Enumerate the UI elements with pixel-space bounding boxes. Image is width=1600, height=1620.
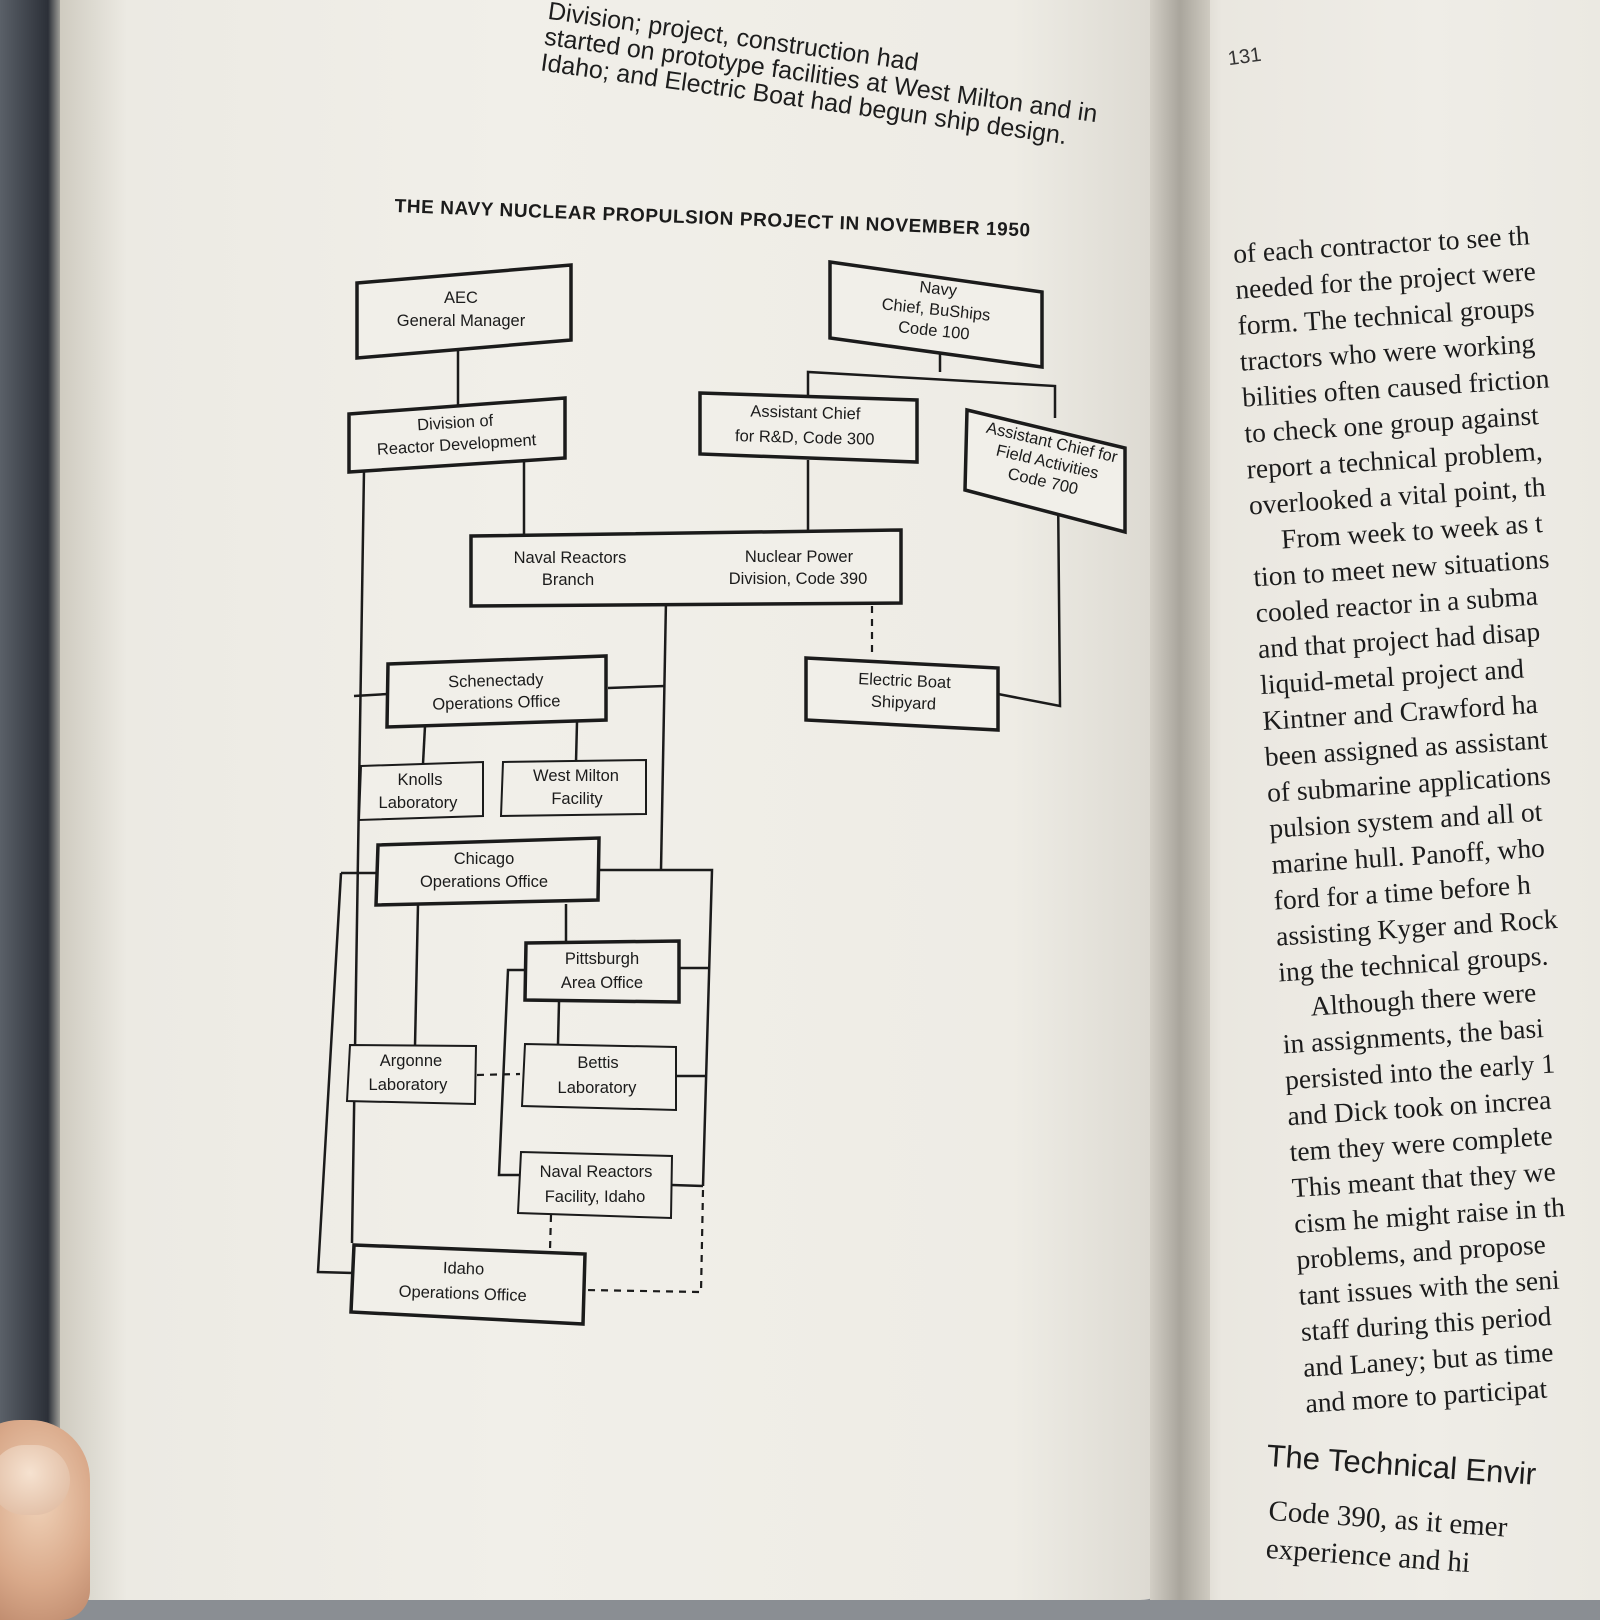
box-label: Laboratory [379, 794, 459, 812]
book-gutter [1150, 0, 1210, 1600]
connector [421, 725, 427, 765]
box-label: Laboratory [558, 1079, 638, 1097]
box-knolls-laboratory: Knolls Laboratory [357, 760, 484, 822]
connector [607, 684, 666, 690]
box-electric-boat-shipyard: Electric Boat Shipyard [804, 656, 1000, 732]
connector [497, 968, 525, 1177]
box-label: Schenectady [448, 671, 545, 692]
thumbnail-fingernail [0, 1445, 70, 1515]
box-label: Chicago [454, 850, 515, 868]
connector [997, 487, 1062, 708]
box-label: Naval Reactors [514, 549, 627, 567]
box-label: Electric Boat [858, 670, 952, 692]
box-pittsburgh-area-office: Pittsburgh Area Office [523, 939, 681, 1004]
box-assistant-chief-rd: Assistant Chief for R&D, Code 300 [698, 391, 919, 464]
box-label: Laboratory [369, 1076, 449, 1094]
box-idaho-operations-office: Idaho Operations Office [349, 1243, 587, 1326]
box-label: Facility [551, 790, 603, 808]
page-number: 131 [1226, 43, 1263, 71]
box-naval-reactors-facility-idaho: Naval Reactors Facility, Idaho [516, 1150, 674, 1220]
connector [353, 692, 389, 698]
box-bettis-laboratory: Bettis Laboratory [520, 1042, 677, 1112]
box-label: Assistant Chief [750, 403, 861, 424]
box-label: Knolls [398, 771, 443, 789]
box-schenectady-operations-office: Schenectady Operations Office [385, 654, 608, 729]
box-label: Division, Code 390 [729, 570, 868, 588]
box-label: Operations Office [420, 873, 548, 891]
connector [574, 721, 579, 763]
box-label: for R&D, Code 300 [735, 427, 875, 449]
connector [556, 1001, 561, 1045]
box-division-reactor-development: Division of Reactor Development [347, 396, 567, 474]
box-label: Area Office [561, 974, 643, 992]
right-page [1180, 0, 1600, 1600]
box-label: Navy [919, 278, 959, 300]
box-label: West Milton [533, 767, 619, 785]
box-label: Naval Reactors [540, 1163, 653, 1181]
connector [350, 469, 366, 1244]
box-label: AEC [444, 289, 478, 307]
box-label: Argonne [380, 1052, 442, 1070]
connector [671, 1183, 704, 1188]
box-navy-chief-buships: Navy Chief, BuShips Code 100 [828, 259, 1044, 370]
box-label: Idaho [443, 1259, 485, 1278]
box-label: Branch [542, 571, 594, 589]
box-label: Operations Office [398, 1283, 527, 1305]
box-aec-general-manager: AEC General Manager [355, 263, 573, 360]
box-assistant-chief-field-activities: Assistant Chief for Field Activities Cod… [963, 407, 1127, 535]
box-label: Bettis [577, 1054, 618, 1072]
box-label: Pittsburgh [565, 950, 639, 968]
box-naval-reactors-npd: Naval Reactors Branch Nuclear Power Divi… [469, 528, 903, 608]
connector [413, 903, 420, 1047]
box-label: Nuclear Power [745, 548, 854, 566]
dashed-connector [548, 1214, 553, 1251]
connector [806, 370, 1057, 418]
box-west-milton-facility: West Milton Facility [499, 758, 647, 818]
dashed-connector [476, 1072, 521, 1077]
connector-lines [316, 350, 1062, 1275]
box-label: Shipyard [871, 693, 937, 714]
connector [659, 599, 668, 871]
box-label: Operations Office [432, 692, 561, 713]
box-label: General Manager [397, 312, 526, 330]
box-argonne-laboratory: Argonne Laboratory [345, 1043, 478, 1106]
box-chicago-operations-office: Chicago Operations Office [374, 836, 601, 907]
box-label: Division of [417, 412, 494, 435]
connector [598, 868, 714, 1187]
box-label: Facility, Idaho [545, 1188, 646, 1206]
connector [316, 872, 354, 1275]
